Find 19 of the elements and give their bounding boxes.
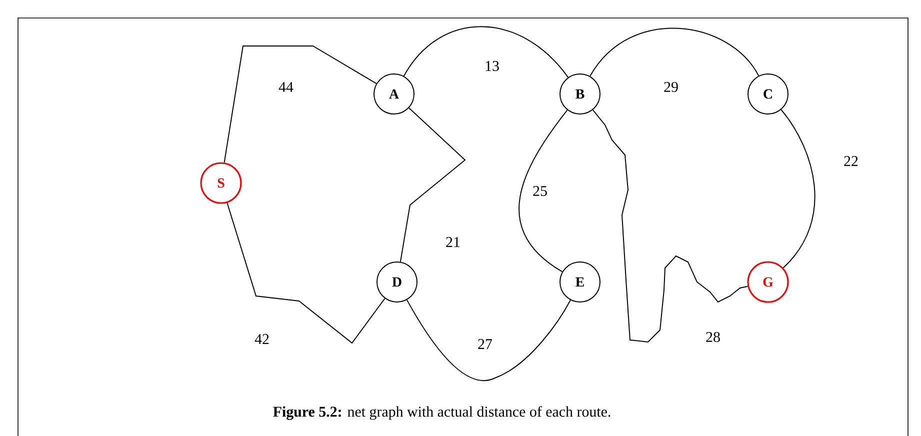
route-line [590,28,760,77]
route-line [226,202,386,344]
distance-label: 13 [484,60,500,72]
distance-label: 27 [476,338,494,350]
route-line [403,26,569,78]
distance-label: 25 [532,184,548,198]
distance-label: 29 [662,80,680,94]
distance-label: 42 [254,333,270,345]
route-line [518,110,568,272]
route-line [224,46,377,163]
figure-caption: Figure 5.2: net graph with actual distance of each route. [273,406,610,420]
route-line [592,109,748,343]
distance-label: 28 [704,330,722,344]
distance-label: 21 [444,236,462,248]
route-line [780,109,816,268]
route-line [406,299,571,382]
route-line [400,107,466,262]
distance-label: 44 [278,81,294,93]
distance-label: 22 [842,155,860,167]
